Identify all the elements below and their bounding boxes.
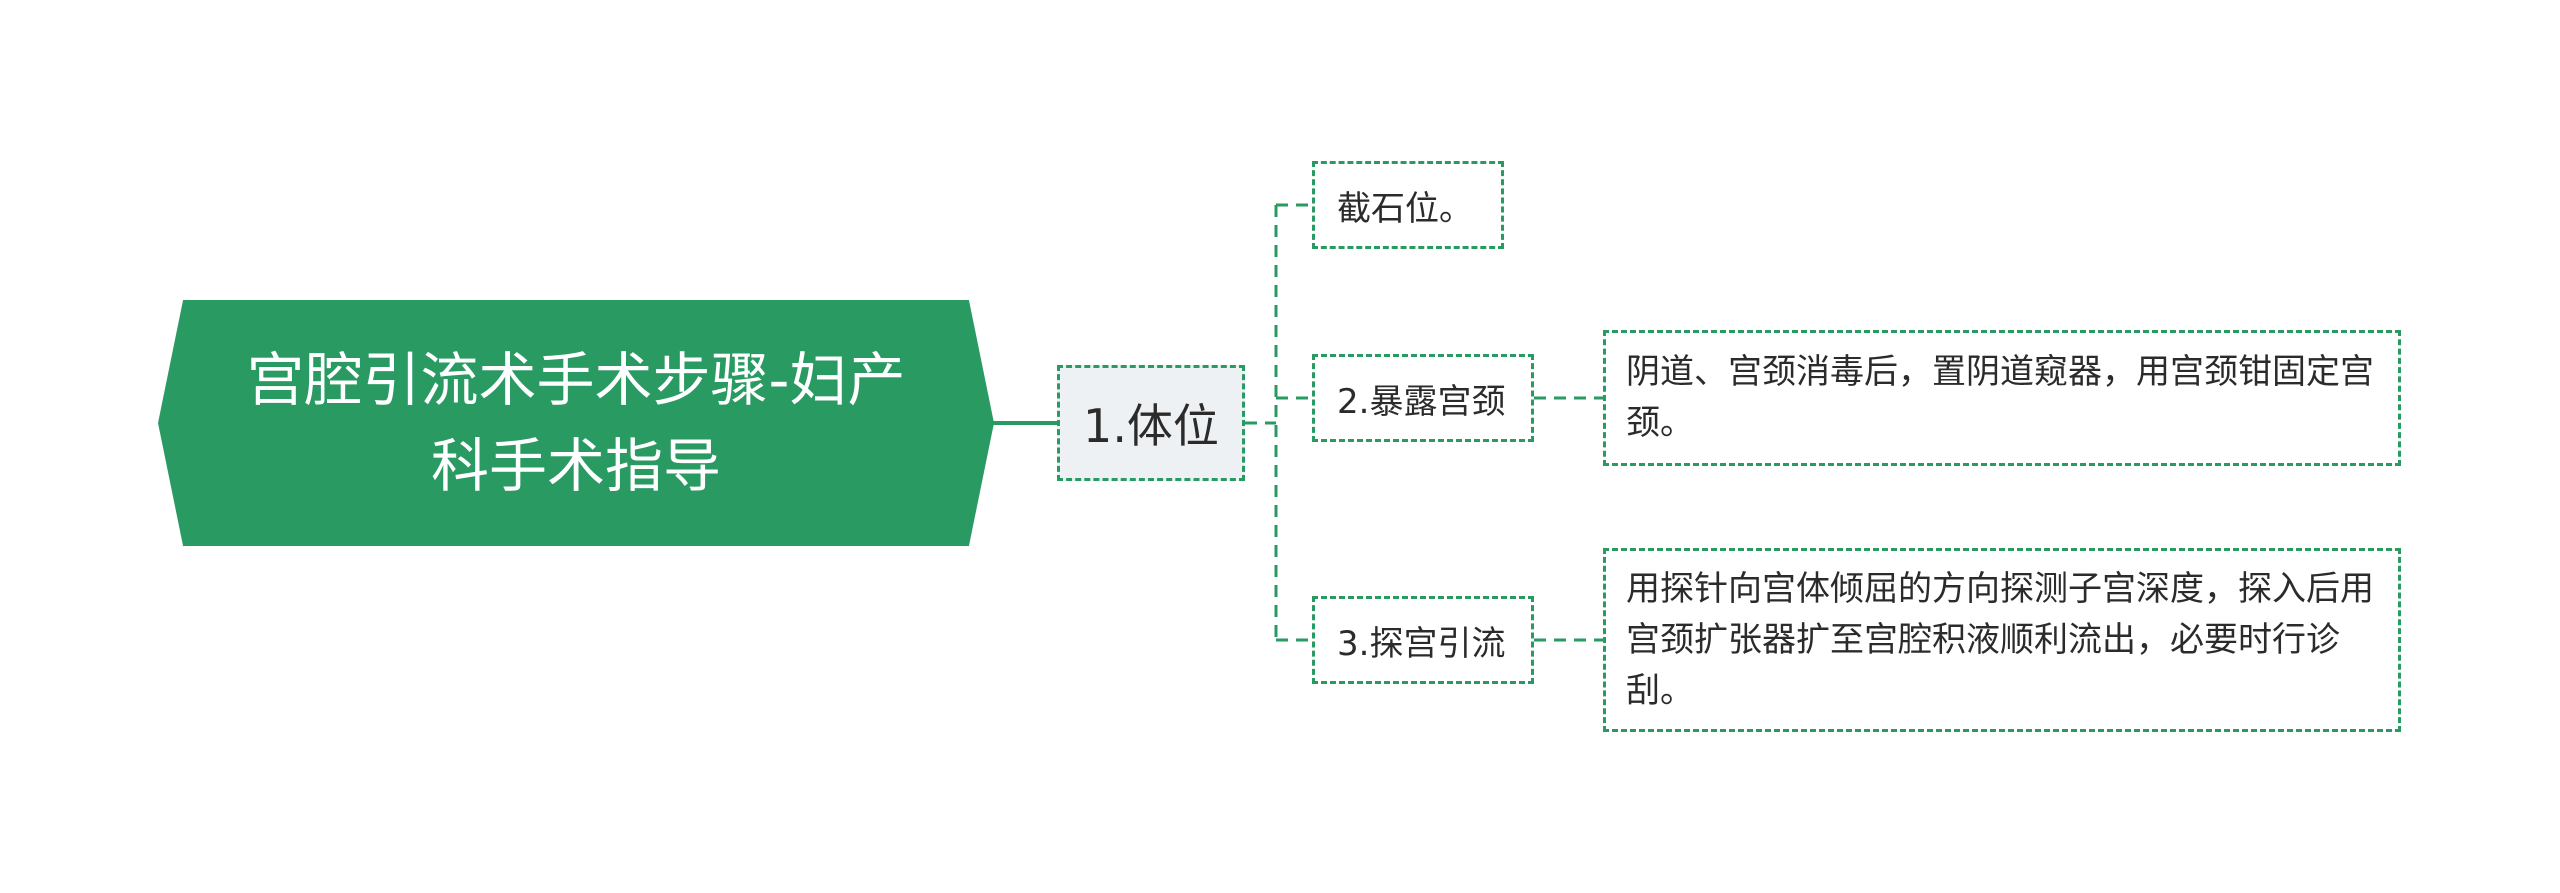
detail-probe-drainage[interactable]: 用探针向宫体倾屈的方向探测子宫深度，探入后用宫颈扩张器扩至宫腔积液顺利流出，必要…	[1603, 548, 2401, 732]
branch-probe-drainage-label: 3.探宫引流	[1337, 623, 1506, 664]
detail-expose-cervix[interactable]: 阴道、宫颈消毒后，置阴道窥器，用宫颈钳固定宫颈。	[1603, 330, 2401, 466]
topic-position-label: 1.体位	[1083, 399, 1219, 453]
detail-expose-cervix-text: 阴道、宫颈消毒后，置阴道窥器，用宫颈钳固定宫颈。	[1626, 352, 2374, 443]
branch-lithotomy-label: 截石位。	[1337, 188, 1473, 229]
root-topic[interactable]: 宫腔引流术手术步骤-妇产 科手术指导	[158, 300, 994, 546]
root-topic-line-1: 宫腔引流术手术步骤-妇产	[246, 346, 906, 414]
branch-expose-cervix[interactable]: 2.暴露宫颈	[1312, 354, 1534, 442]
root-topic-line-2: 科手术指导	[430, 432, 721, 500]
branch-probe-drainage[interactable]: 3.探宫引流	[1312, 596, 1534, 684]
detail-probe-drainage-text: 用探针向宫体倾屈的方向探测子宫深度，探入后用宫颈扩张器扩至宫腔积液顺利流出，必要…	[1626, 568, 2374, 711]
branch-expose-cervix-label: 2.暴露宫颈	[1337, 381, 1506, 422]
root-topic-label: 宫腔引流术手术步骤-妇产 科手术指导	[247, 337, 906, 509]
branch-lithotomy[interactable]: 截石位。	[1312, 161, 1504, 249]
topic-position[interactable]: 1.体位	[1057, 365, 1245, 481]
